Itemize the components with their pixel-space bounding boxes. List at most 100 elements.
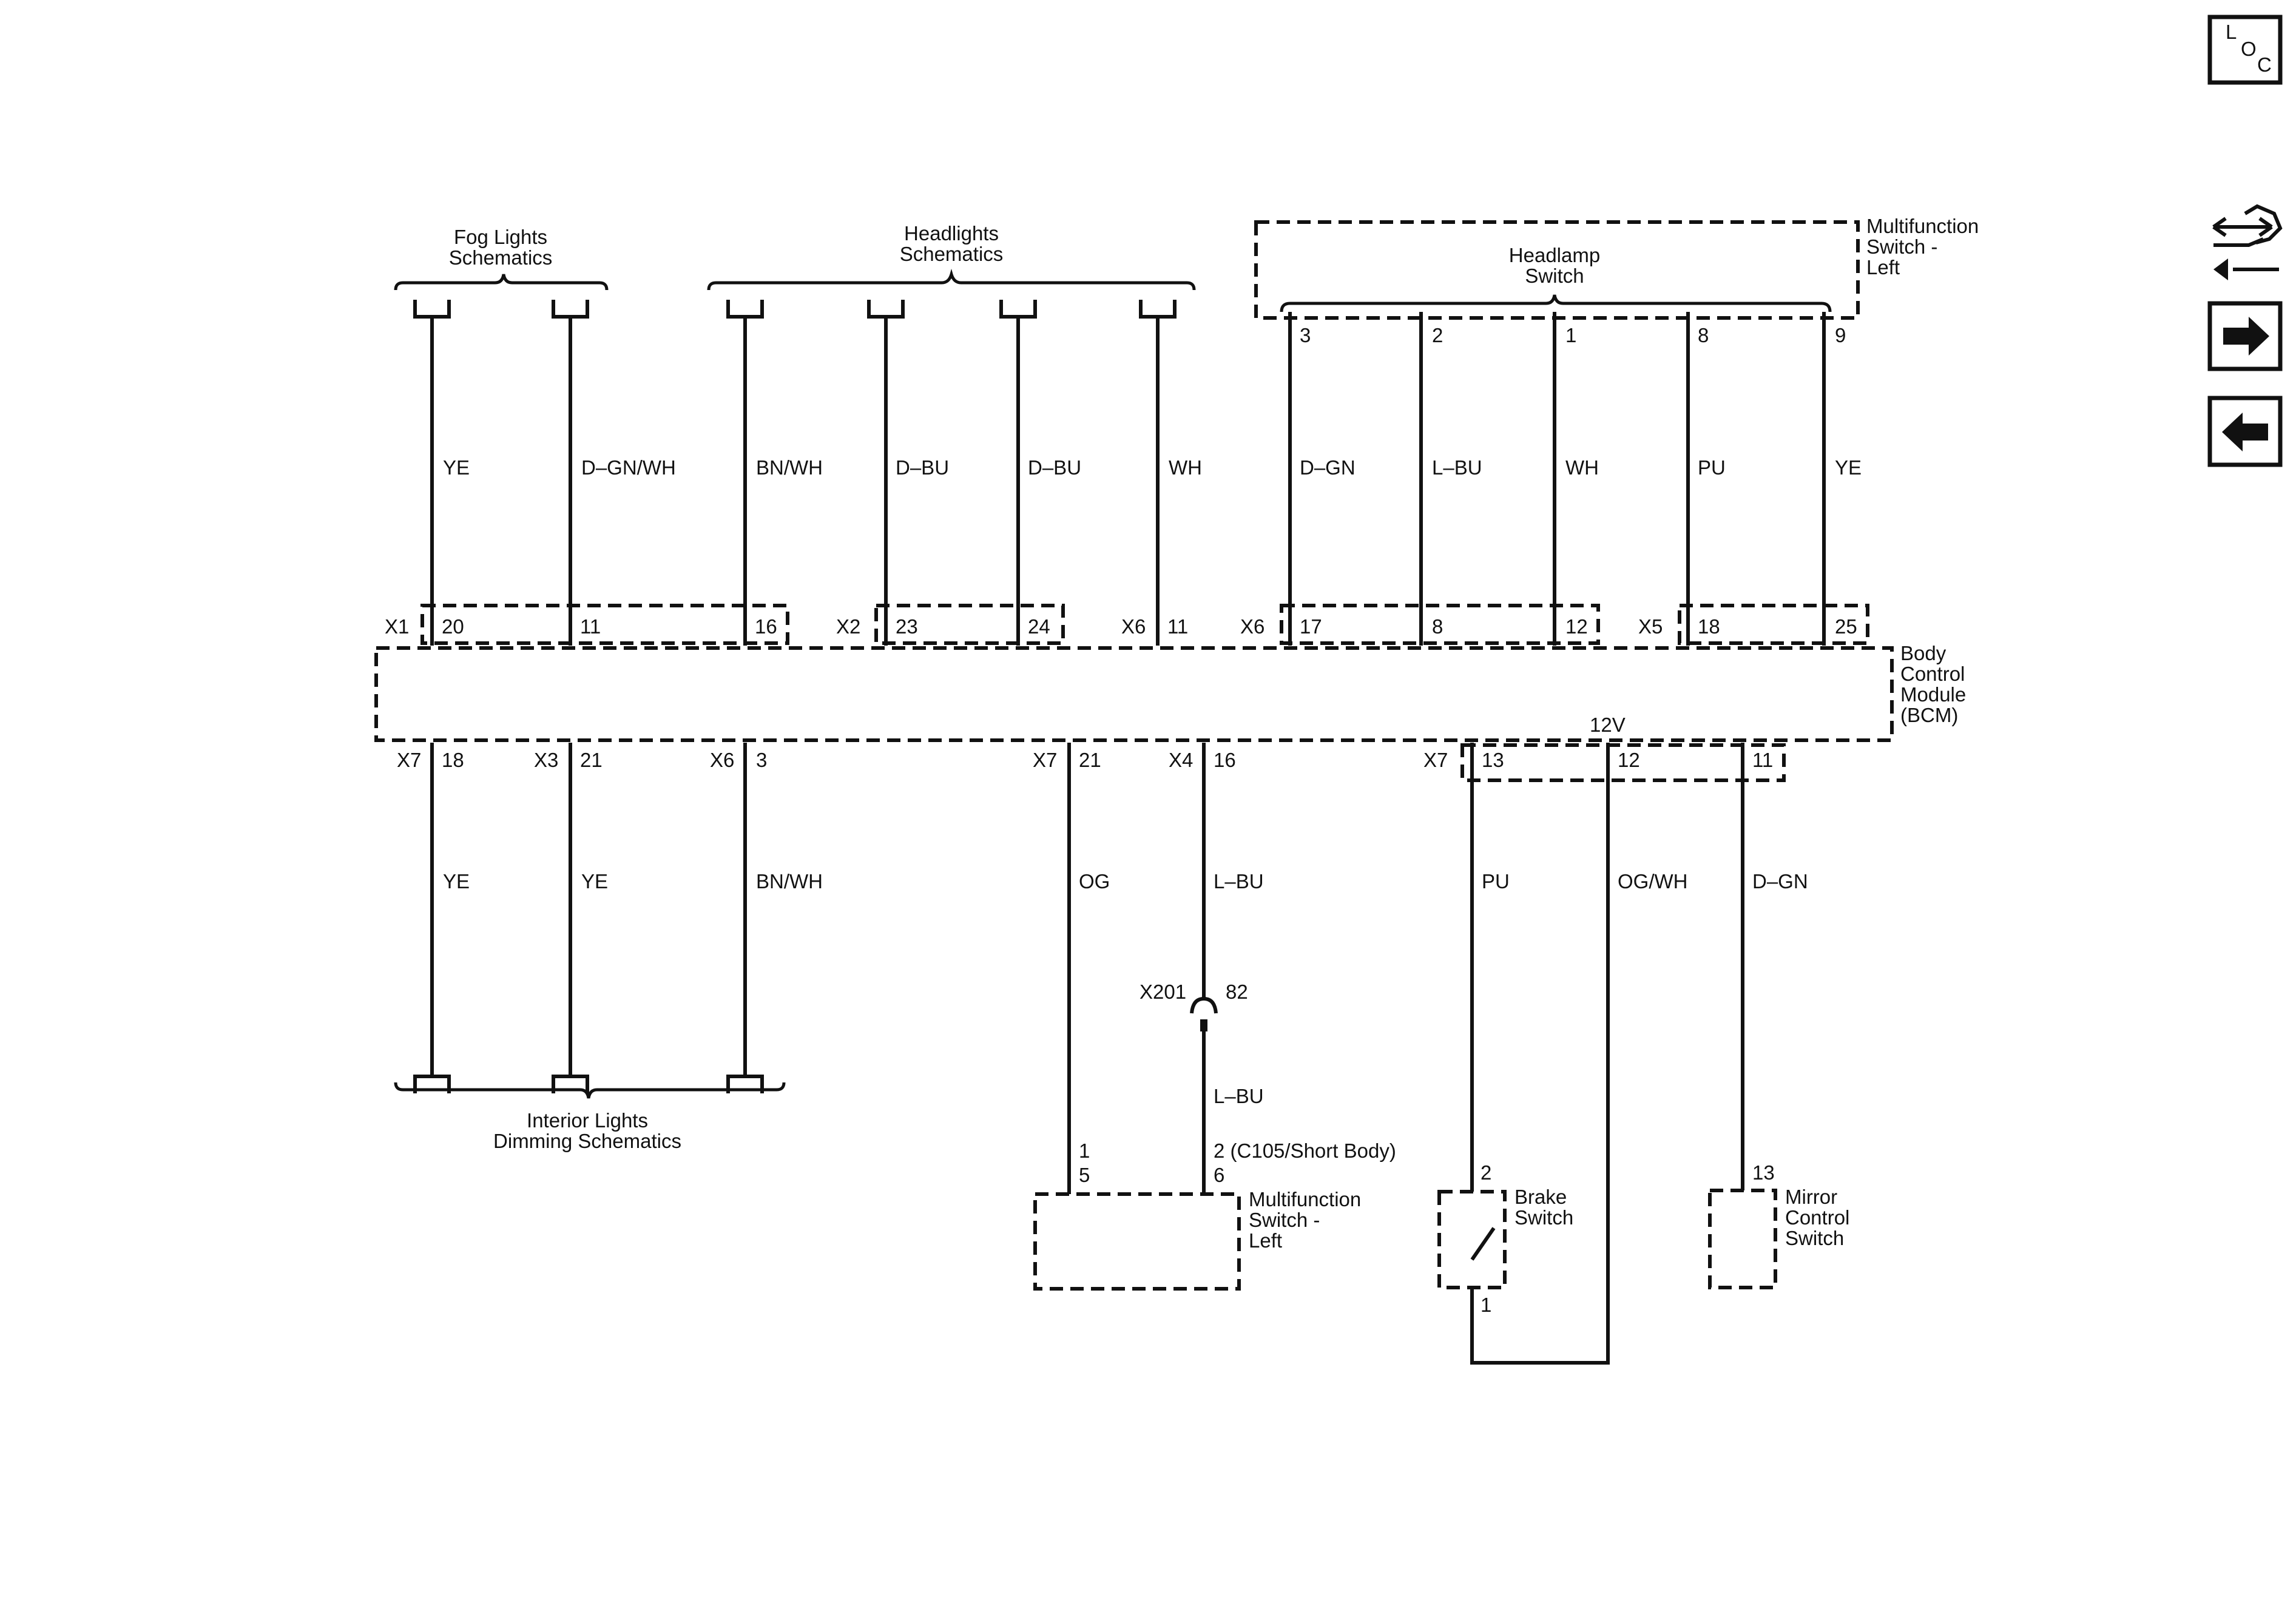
pin-label: 21 xyxy=(1079,749,1101,771)
connector-label: X7 xyxy=(1423,749,1448,771)
loc-letter-o: O xyxy=(2241,38,2257,60)
loc-letter-l: L xyxy=(2226,21,2237,43)
arrow-left-icon xyxy=(2222,413,2268,451)
next-page-button[interactable] xyxy=(2207,301,2283,371)
pin-label: 23 xyxy=(896,615,918,638)
mfs-bottom-label-3: Left xyxy=(1249,1229,1282,1252)
connector-label: X3 xyxy=(534,749,558,771)
interior-lights-group: Interior Lights Dimming Schematics xyxy=(394,1082,786,1152)
connector-label: X4 xyxy=(1169,749,1193,771)
multifunction-switch-bottom: Multifunction Switch - Left xyxy=(1033,1188,1361,1291)
brake-pin-top-label: 2 xyxy=(1481,1161,1491,1184)
wire-color-label: WH xyxy=(1169,456,1202,479)
wire-color-label: L–BU xyxy=(1432,456,1482,479)
pin-label: 18 xyxy=(442,749,464,771)
mfs-top-label-3: Left xyxy=(1866,256,1900,279)
previous-page-button[interactable] xyxy=(2207,396,2283,467)
arrow-right-icon xyxy=(2223,317,2269,356)
mirror-label-2: Control xyxy=(1785,1206,1849,1229)
connector-label: X6 xyxy=(1121,615,1146,638)
connector-label: X1 xyxy=(385,615,409,638)
loc-button[interactable]: L O C xyxy=(2207,15,2283,85)
wire-color-label: D–GN xyxy=(1300,456,1356,479)
wire-color-lower-label: L–BU xyxy=(1214,1085,1264,1107)
connector-label: X5 xyxy=(1638,615,1663,638)
wire-color-label: BN/WH xyxy=(756,456,823,479)
pin-label: 21 xyxy=(580,749,603,771)
wire-color-label: PU xyxy=(1482,870,1510,893)
wire-color-label: D–BU xyxy=(1028,456,1081,479)
wire-color-label: OG xyxy=(1079,870,1110,893)
top-wire-4: D–BU X2 23 xyxy=(836,317,949,646)
switch-pin-label: 8 xyxy=(1698,324,1709,346)
bcm-label-1: Body xyxy=(1900,642,1947,664)
bcm-label-2: Control xyxy=(1900,663,1965,685)
switch-pin-label: 9 xyxy=(1835,324,1846,346)
lbu-pin-a-label: 2 (C105/Short Body) xyxy=(1214,1139,1396,1162)
pin-label: 11 xyxy=(1752,749,1773,771)
pin-label: 11 xyxy=(580,615,601,638)
mfs-top-label-2: Switch - xyxy=(1866,235,1937,258)
fog-lights-label-1: Fog Lights xyxy=(454,226,547,248)
bottom-wire-7: 12 OG/WH 1 xyxy=(1470,743,1687,1365)
switch-pin-label: 2 xyxy=(1432,324,1443,346)
mirror-control-switch: Mirror Control Switch xyxy=(1708,1186,1849,1289)
wire-color-label: YE xyxy=(443,870,470,893)
wire-color-label: BN/WH xyxy=(756,870,823,893)
switch-pin-label: 1 xyxy=(1565,324,1576,346)
connector-end-view-icon[interactable] xyxy=(2212,204,2283,280)
headlights-group: Headlights Schematics xyxy=(707,222,1196,291)
top-wires: YE X1 20 D–GN/WH 11 BN/WH 16 D–BU X2 23 … xyxy=(385,300,1862,646)
pin-label: 3 xyxy=(756,749,767,771)
interior-lights-label-1: Interior Lights xyxy=(527,1109,648,1132)
wire-color-label: PU xyxy=(1698,456,1726,479)
brake-pin-bottom-label: 1 xyxy=(1481,1294,1491,1316)
inline-connector-x201: X201 82 xyxy=(1140,981,1248,1031)
pin-label: 24 xyxy=(1028,615,1050,638)
lbu-pin-b-label: 6 xyxy=(1214,1164,1224,1186)
top-wire-8: 2 L–BU 8 xyxy=(1419,312,1482,646)
pin-label: 12 xyxy=(1565,615,1588,638)
top-wire-6: WH X6 11 xyxy=(1121,317,1202,646)
bottom-wires: X7 18 YE X3 21 YE X6 3 BN/WH X7 21 OG 1 … xyxy=(397,743,1808,1365)
connector-label: X7 xyxy=(397,749,421,771)
top-wire-1: YE X1 20 xyxy=(385,317,470,646)
pin-label: 20 xyxy=(442,615,464,638)
brake-label-1: Brake xyxy=(1514,1186,1567,1208)
og-pin-a-label: 1 xyxy=(1079,1139,1090,1162)
top-wire-10: 8 PU X5 18 xyxy=(1638,312,1726,646)
headlights-label-1: Headlights xyxy=(904,222,999,245)
inline-pin-label: 82 xyxy=(1226,981,1248,1003)
pin-label: 16 xyxy=(1214,749,1236,771)
interior-lights-label-2: Dimming Schematics xyxy=(493,1130,681,1152)
voltage-label: 12V xyxy=(1590,714,1626,736)
wire-color-label: YE xyxy=(581,870,608,893)
fog-lights-label-2: Schematics xyxy=(449,246,553,269)
wire-color-label: D–GN/WH xyxy=(581,456,676,479)
headlights-label-2: Schematics xyxy=(900,243,1004,265)
top-wire-2: D–GN/WH 11 xyxy=(569,317,676,646)
headlamp-switch: Headlamp Switch xyxy=(1280,244,1832,312)
bottom-wire-8: 11 D–GN 13 xyxy=(1741,743,1808,1190)
pin-label: 25 xyxy=(1835,615,1857,638)
bottom-wire-5: X4 16 L–BU L–BU 2 (C105/Short Body) 6 xyxy=(1169,743,1396,1194)
top-wire-7: 3 D–GN X6 17 xyxy=(1240,312,1356,646)
bottom-wire-4: X7 21 OG 1 5 xyxy=(1033,743,1110,1194)
wire-color-label: L–BU xyxy=(1214,870,1264,893)
fog-lights-group: Fog Lights Schematics xyxy=(394,226,609,291)
bcm-label-4: (BCM) xyxy=(1900,704,1958,726)
brake-label-2: Switch xyxy=(1514,1206,1573,1229)
og-pin-b-label: 5 xyxy=(1079,1164,1090,1186)
body-control-module: Body Control Module (BCM) 12V xyxy=(374,604,1966,782)
wire-color-label: YE xyxy=(443,456,470,479)
top-wire-3: BN/WH 16 xyxy=(743,317,823,646)
top-wire-5: D–BU 24 xyxy=(1016,317,1081,646)
switch-contact xyxy=(1470,1227,1496,1261)
wire-color-label: D–GN xyxy=(1752,870,1808,893)
wire-color-label: D–BU xyxy=(896,456,949,479)
mfs-bottom-label-2: Switch - xyxy=(1249,1209,1320,1231)
pin-label: 12 xyxy=(1618,749,1640,771)
brake-switch: Brake Switch xyxy=(1437,1186,1573,1289)
top-wire-11: 9 YE 25 xyxy=(1822,312,1862,646)
